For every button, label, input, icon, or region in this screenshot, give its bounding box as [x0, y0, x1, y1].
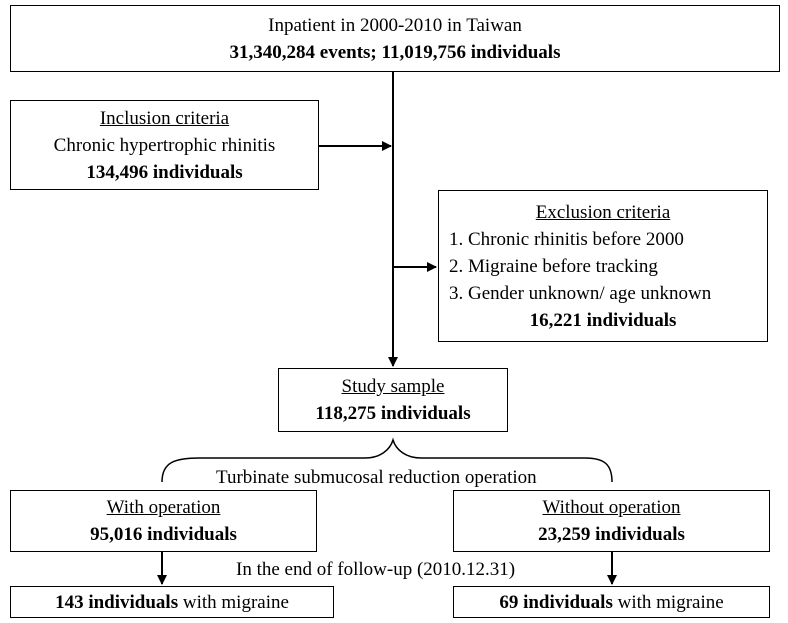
without-operation-outcome-box: 69 individuals with migraine: [453, 586, 770, 618]
with-operation-box: With operation 95,016 individuals: [10, 490, 317, 552]
exclusion-item: 1. Chronic rhinitis before 2000: [449, 228, 684, 250]
followup-label: In the end of follow-up (2010.12.31): [236, 559, 516, 580]
study-sample-heading: Study sample: [341, 376, 445, 397]
without-operation-outcome-count: 69 individuals: [499, 591, 613, 613]
inclusion-count: 134,496 individuals: [86, 161, 243, 183]
without-operation-count: 23,259 individuals: [538, 524, 685, 545]
exclusion-count: 16,221 individuals: [529, 309, 677, 331]
population-box: Inpatient in 2000-2010 in Taiwan 31,340,…: [10, 5, 780, 72]
without-operation-box: Without operation 23,259 individuals: [453, 490, 770, 552]
inclusion-heading: Inclusion criteria: [99, 107, 230, 129]
with-operation-count: 95,016 individuals: [90, 524, 237, 545]
without-operation-outcome-suffix: with migraine: [612, 591, 724, 613]
with-operation-heading: With operation: [106, 497, 221, 518]
split-brace: [161, 437, 613, 483]
inclusion-condition: Chronic hypertrophic rhinitis: [53, 134, 276, 156]
with-operation-outcome-count: 143 individuals: [55, 591, 179, 613]
with-operation-outcome-suffix: with migraine: [178, 591, 289, 613]
exclusion-criteria-box: Exclusion criteria 1. Chronic rhinitis b…: [438, 190, 768, 342]
exclusion-item: 2. Migraine before tracking: [449, 255, 658, 277]
population-title: Inpatient in 2000-2010 in Taiwan: [268, 14, 522, 36]
study-sample-count: 118,275 individuals: [315, 403, 471, 424]
exclusion-item: 3. Gender unknown/ age unknown: [449, 282, 712, 304]
exclusion-heading: Exclusion criteria: [535, 201, 671, 223]
without-operation-heading: Without operation: [542, 497, 681, 518]
inclusion-criteria-box: Inclusion criteria Chronic hypertrophic …: [10, 100, 319, 190]
with-operation-outcome-box: 143 individuals with migraine: [10, 586, 334, 618]
split-label: Turbinate submucosal reduction operation: [212, 464, 541, 491]
study-sample-box: Study sample 118,275 individuals: [278, 368, 508, 432]
population-count: 31,340,284 events; 11,019,756 individual…: [229, 41, 561, 63]
